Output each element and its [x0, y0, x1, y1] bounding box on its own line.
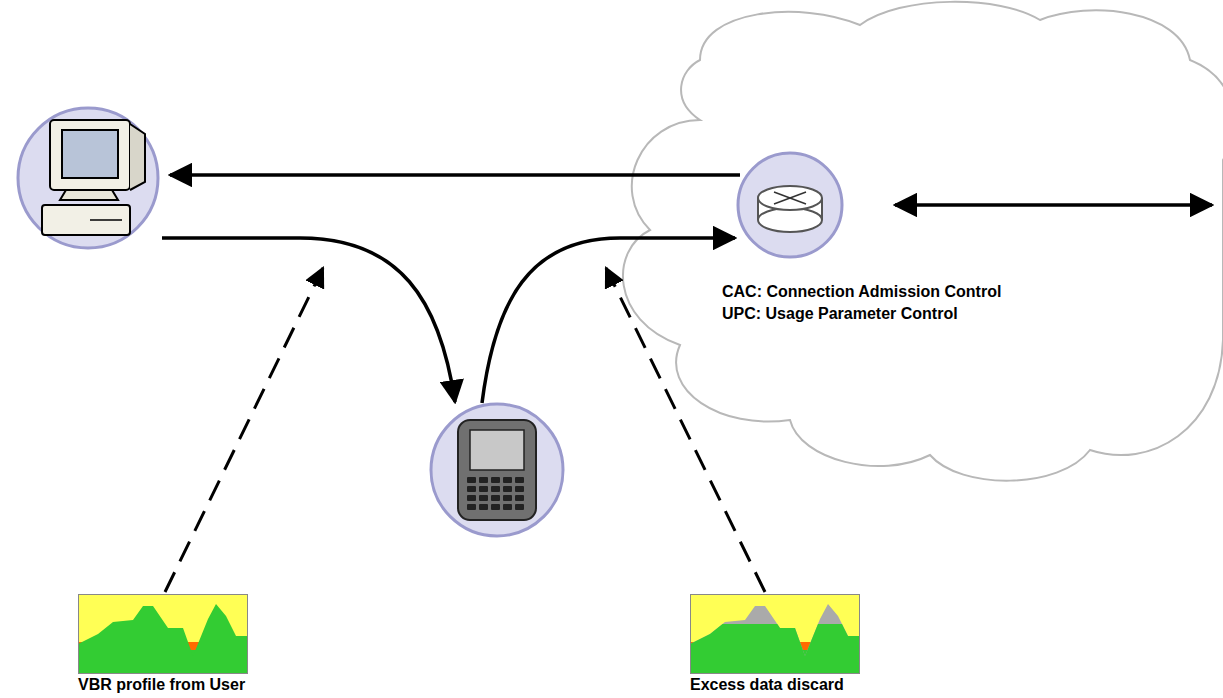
test-device-icon	[431, 404, 563, 536]
keypad-key	[503, 486, 512, 492]
keypad-key	[467, 504, 476, 510]
keypad-key	[491, 504, 500, 510]
keypad-key	[503, 504, 512, 510]
computer-icon	[18, 108, 158, 248]
keypad-key	[467, 495, 476, 501]
label-text: VBR profile from User	[78, 674, 248, 696]
traffic-arrows	[162, 175, 1212, 403]
router-icon	[738, 153, 842, 257]
router-label-block: CAC: Connection Admission ControlUPC: Us…	[722, 281, 1001, 325]
keypad-key	[491, 486, 500, 492]
keypad-key	[491, 477, 500, 483]
bandwidth-chart	[690, 594, 860, 674]
bandwidth-chart	[78, 594, 248, 674]
keypad-key	[503, 495, 512, 501]
label-text: Excess data discard	[690, 674, 860, 696]
chart-panel: Excess data discard	[690, 594, 860, 696]
keypad-key	[515, 477, 524, 483]
network-cloud	[623, 2, 1223, 481]
keypad-key	[467, 486, 476, 492]
label-text: CAC: Connection Admission Control	[722, 281, 1001, 303]
keypad-key	[503, 477, 512, 483]
keypad-key	[479, 495, 488, 501]
leader-lines	[165, 268, 765, 592]
keypad-key	[479, 504, 488, 510]
keypad-key	[491, 495, 500, 501]
keypad-key	[515, 495, 524, 501]
label-text: UPC: Usage Parameter Control	[722, 303, 1001, 325]
keypad-key	[467, 477, 476, 483]
keypad-key	[479, 486, 488, 492]
keypad-key	[515, 486, 524, 492]
chart-panel: VBR profile from User	[78, 594, 248, 696]
keypad-key	[479, 477, 488, 483]
keypad-key	[515, 504, 524, 510]
